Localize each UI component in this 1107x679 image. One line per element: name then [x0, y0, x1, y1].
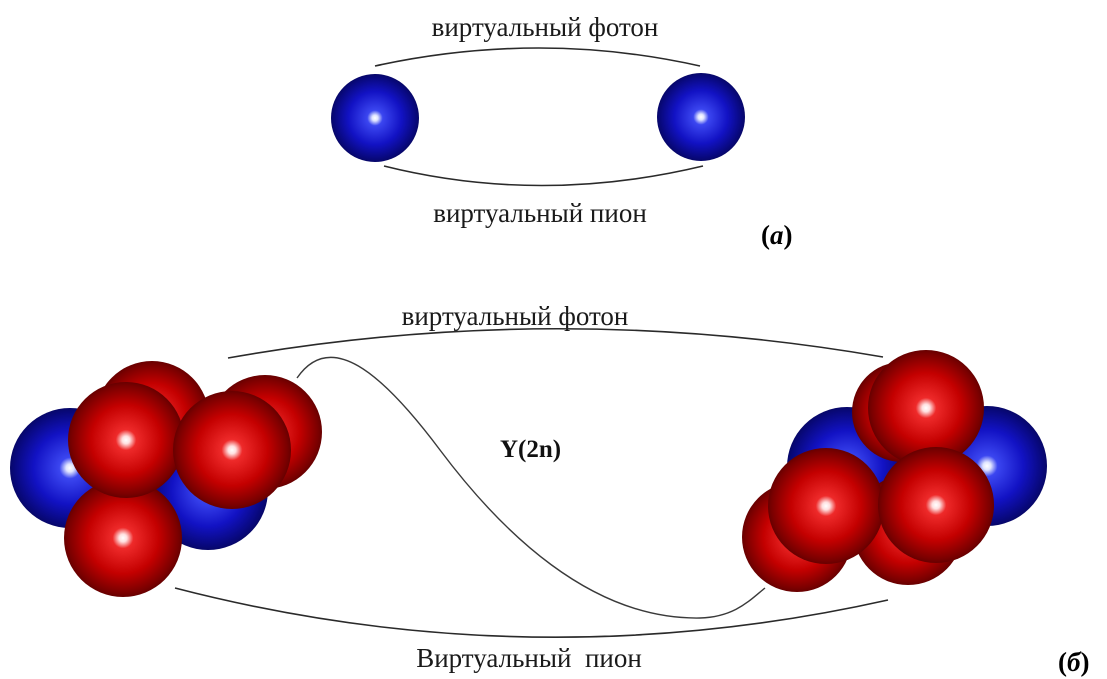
right-proton [878, 447, 994, 563]
panel-b-center-label: Y(2n) [500, 436, 561, 463]
right-proton [768, 448, 884, 564]
panel-a-nucleon-right [657, 73, 745, 161]
panel-b-pion-arc [175, 588, 888, 637]
panel-a-photon-arc [375, 48, 700, 66]
left-proton [68, 382, 184, 498]
panel-a: виртуальный фотон виртуальный пион (а) [331, 12, 793, 250]
left-proton [173, 391, 291, 509]
panel-a-nucleon-left [331, 74, 419, 162]
panel-b-left-nucleus [10, 361, 322, 597]
panel-b-photon-arc [228, 329, 883, 358]
panel-a-pion-arc [384, 166, 703, 186]
panel-b-right-nucleus [742, 350, 1047, 592]
panel-b: виртуальный фотон Y(2n) Виртуальный [10, 301, 1089, 677]
panel-b-top-label: виртуальный фотон [402, 301, 629, 331]
panel-b-y2n-wave [297, 357, 765, 618]
panel-a-tag: (а) [761, 220, 793, 250]
panel-a-bottom-label: виртуальный пион [433, 198, 647, 228]
panel-b-bottom-label: Виртуальный пион [416, 643, 642, 673]
panel-b-tag: (б) [1058, 647, 1089, 677]
panel-a-top-label: виртуальный фотон [432, 12, 659, 42]
